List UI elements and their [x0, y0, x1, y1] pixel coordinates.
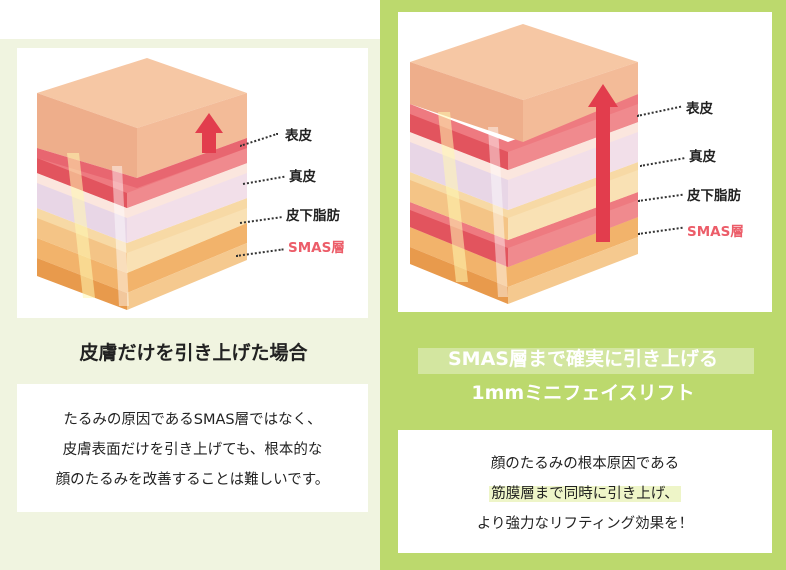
left-body-line1: たるみの原因であるSMAS層ではなく、 — [63, 412, 322, 428]
label-epidermis: 表皮 — [285, 128, 312, 144]
left-title: 皮膚だけを引き上げた場合 — [79, 342, 308, 364]
left-description-box: たるみの原因であるSMAS層ではなく、 皮膚表面だけを引き上げても、根本的な 顔… — [17, 384, 368, 512]
right-illustration-card — [398, 12, 772, 312]
left-body-line3: 顔のたるみを改善することは難しいです。 — [55, 472, 330, 488]
right-body-line3: より強力なリフティング効果を！ — [476, 516, 694, 532]
right-body-highlight: 筋膜層まで同時に引き上げ、 — [489, 486, 681, 502]
right-body-line2: 筋膜層まで同時に引き上げ、 — [398, 482, 772, 503]
label-dermis: 真皮 — [289, 169, 316, 185]
label-smas: SMAS層 — [687, 224, 744, 240]
right-body-line1: 顔のたるみの根本原因である — [490, 456, 680, 472]
right-title-line2: 1mmミニフェイスリフト — [471, 382, 695, 404]
left-illustration-card — [17, 48, 368, 318]
label-dermis: 真皮 — [689, 149, 716, 165]
right-description-box: 顔のたるみの根本原因である 筋膜層まで同時に引き上げ、 より強力なリフティング効… — [398, 430, 772, 553]
label-epidermis: 表皮 — [686, 101, 713, 117]
left-body-line2: 皮膚表面だけを引き上げても、根本的な — [62, 442, 323, 458]
right-title-line1: SMAS層まで確実に引き上げる — [448, 348, 718, 370]
label-subcutaneous-fat: 皮下脂肪 — [286, 208, 340, 224]
label-smas: SMAS層 — [288, 240, 345, 256]
title-highlight — [418, 348, 754, 374]
label-subcutaneous-fat: 皮下脂肪 — [687, 188, 741, 204]
skin-layers-illustration-right — [410, 24, 638, 304]
skin-layers-illustration-left — [37, 58, 247, 310]
